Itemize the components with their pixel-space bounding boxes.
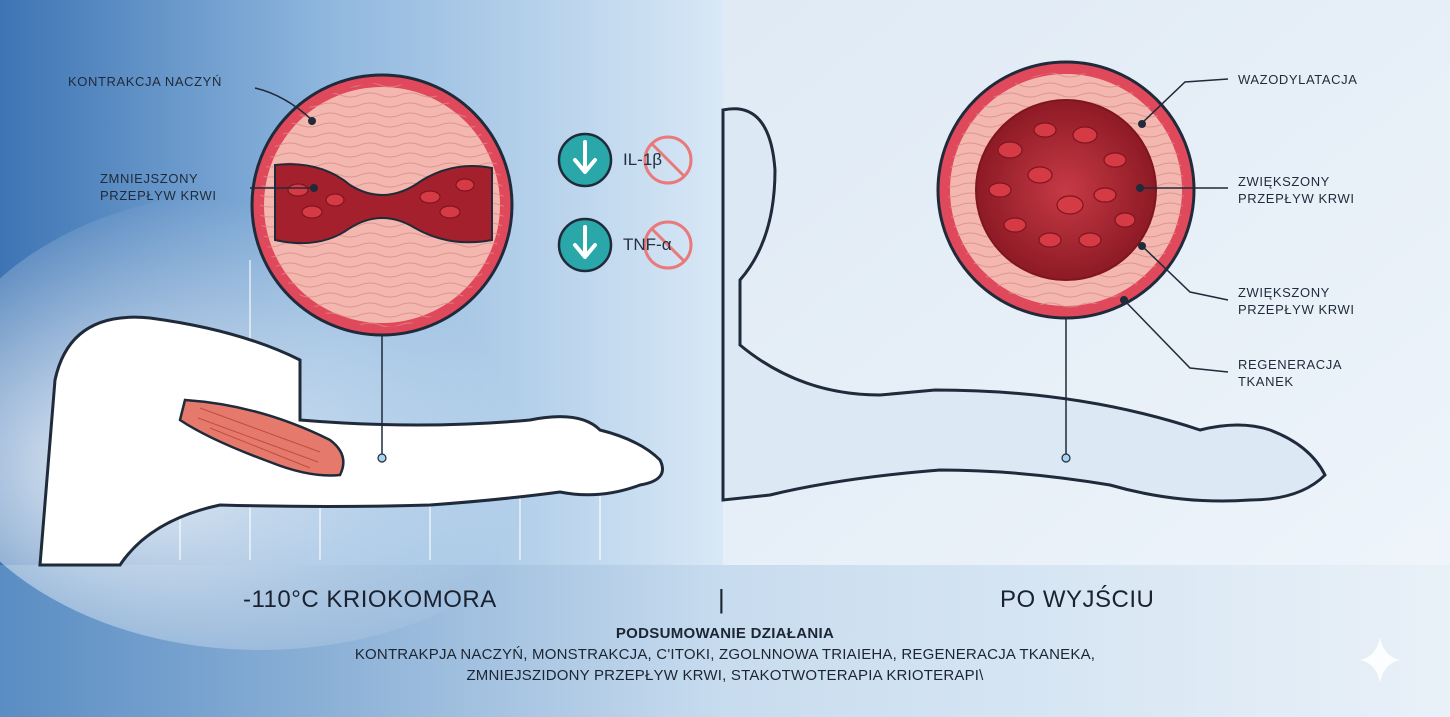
caption-cryochamber: -110°C KRIOKOMORA — [243, 586, 497, 614]
label-vasodilation: WAZODYLATACJA — [1238, 71, 1358, 88]
summary-line-1: KONTRAKPJA NACZYŃ, MONSTRAKCJA, C'ITOKI,… — [0, 644, 1450, 665]
label-line: WAZODYLATACJA — [1238, 71, 1358, 88]
summary-line-2: ZMNIEJSZIDONY PRZEPŁYW KRWI, STAKOTWOTER… — [0, 665, 1450, 686]
label-increased-flow-1: ZWIĘKSZONY PRZEPŁYW KRWI — [1238, 173, 1355, 207]
summary-title: PODSUMOWANIE DZIAŁANIA — [0, 624, 1450, 644]
cytokine-il1b: IL-1β — [623, 150, 662, 170]
caption-after-exit: PO WYJŚCIU — [1000, 586, 1154, 614]
label-line: PRZEPŁYW KRWI — [1238, 190, 1355, 207]
label-line: ZWIĘKSZONY — [1238, 284, 1355, 301]
summary-block: PODSUMOWANIE DZIAŁANIA KONTRAKPJA NACZYŃ… — [0, 624, 1450, 686]
label-tissue-regeneration: REGENERACJA TKANEK — [1238, 356, 1342, 390]
label-increased-flow-2: ZWIĘKSZONY PRZEPŁYW KRWI — [1238, 284, 1355, 318]
label-line: PRZEPŁYW KRWI — [1238, 301, 1355, 318]
label-line: TKANEK — [1238, 373, 1342, 390]
label-line: PRZEPŁYW KRWI — [100, 187, 217, 204]
cytokine-tnfa: TNF-α — [623, 235, 672, 255]
label-line: REGENERACJA — [1238, 356, 1342, 373]
label-line: ZMNIEJSZONY — [100, 170, 217, 187]
caption-divider: | — [718, 584, 725, 615]
il1b-down-icon — [559, 134, 611, 186]
label-line: ZWIĘKSZONY — [1238, 173, 1355, 190]
label-vasoconstriction: KONTRAKCJA NACZYŃ — [68, 73, 222, 90]
label-reduced-flow: ZMNIEJSZONY PRZEPŁYW KRWI — [100, 170, 217, 204]
tnfa-down-icon — [559, 219, 611, 271]
